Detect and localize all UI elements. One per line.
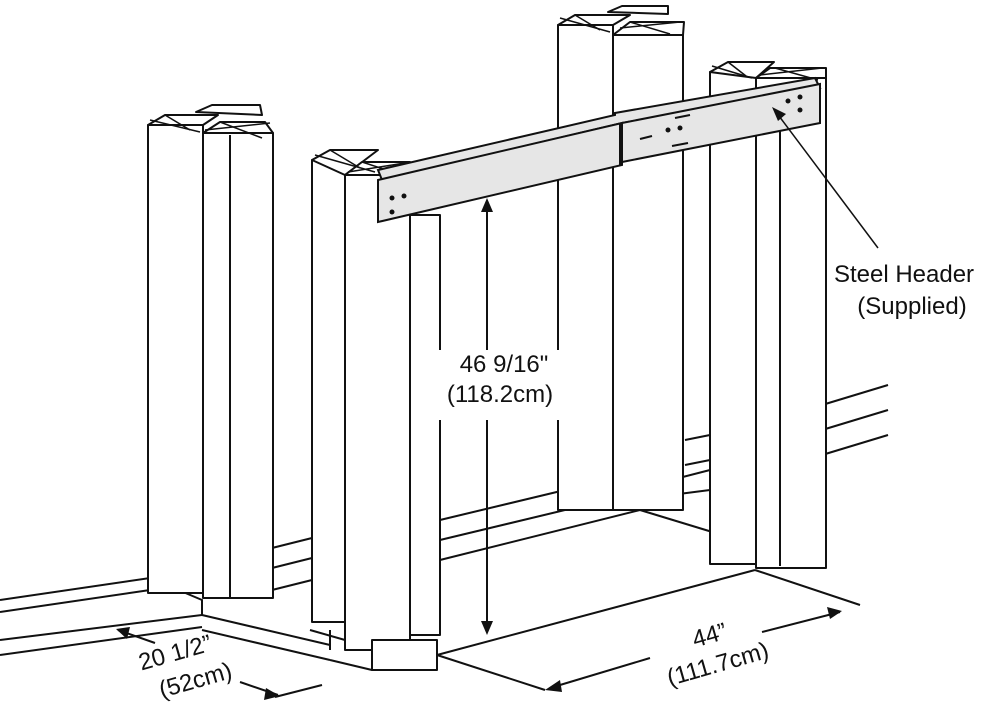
header-bolt [389,195,395,201]
floor-lines [0,384,889,671]
header-bolt [785,98,791,104]
callout-leader [775,111,879,249]
callout-line2: (Supplied) [857,293,966,320]
header-bolt [665,127,671,133]
header-callout: Steel Header (Supplied) [772,107,974,320]
header-bolt [797,107,803,113]
header-bolt [677,125,683,131]
front-left-studs [309,149,441,671]
back-studs [557,5,685,511]
left-stud-group [147,104,274,599]
height-metric-label: (118.2cm) [447,381,553,408]
header-front-left [377,121,623,224]
width-dimension: 44” (111.7cm) [436,607,842,692]
steel-header [376,76,822,224]
height-dimension: 46 9/16" (118.2cm) [438,198,570,635]
header-bolt [389,209,395,215]
callout-line1: Steel Header [834,261,974,288]
height-imperial-label: 46 9/16" [460,351,549,378]
depth-dimension: 20 1/2” (52cm) [116,627,323,704]
header-bolt [797,94,803,100]
right-stud-group [709,61,827,569]
header-front-right [621,82,821,164]
header-bolt [401,193,407,199]
